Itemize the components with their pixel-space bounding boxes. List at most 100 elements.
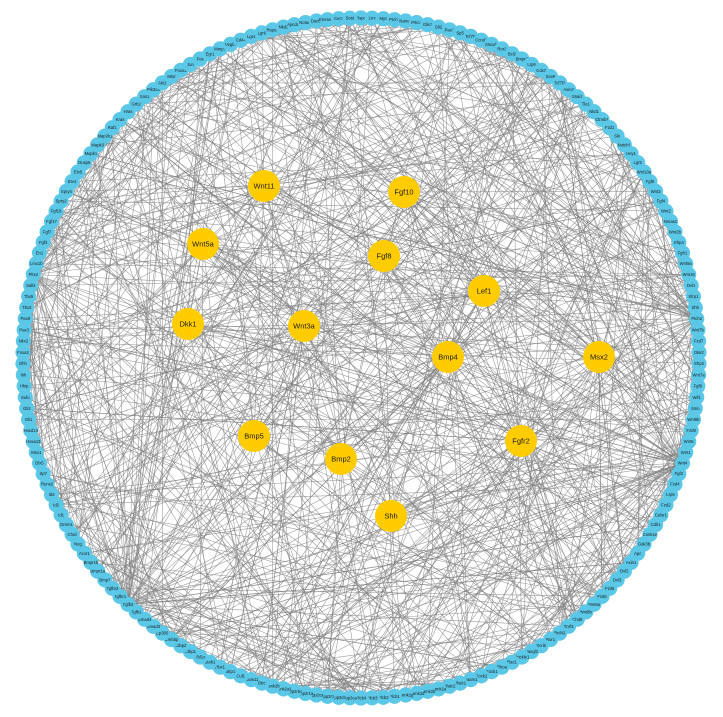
network-edge — [272, 679, 471, 687]
network-edge — [253, 325, 305, 437]
network-edge — [144, 18, 351, 620]
network-edge — [360, 171, 645, 699]
peripheral-node-circle — [331, 689, 347, 705]
peripheral-node-circle — [691, 367, 707, 383]
hub-node-circle — [505, 425, 537, 457]
network-edge — [438, 26, 689, 442]
network-edge — [230, 44, 306, 694]
network-edge — [360, 17, 667, 212]
network-edge — [303, 70, 542, 327]
network-edge — [127, 53, 513, 605]
network-edge — [127, 524, 656, 605]
network-edge — [416, 22, 610, 589]
network-edge — [577, 96, 683, 464]
network-edge — [263, 185, 385, 257]
network-edge — [71, 181, 522, 442]
network-edge — [294, 18, 351, 692]
network-edge — [230, 494, 671, 672]
network-edge — [253, 435, 339, 698]
network-edge — [520, 440, 651, 535]
network-edge — [119, 48, 221, 597]
hub-node-circle — [368, 240, 400, 272]
peripheral-node-circle — [17, 311, 33, 327]
network-edge — [338, 103, 587, 698]
network-edge — [24, 318, 697, 387]
network-edge — [180, 70, 700, 364]
hub-node: Fgf10 — [388, 176, 420, 208]
network-edge — [253, 435, 532, 652]
network-edge — [470, 36, 600, 358]
network-edge — [190, 329, 698, 652]
hub-node-circle — [248, 170, 280, 202]
network-edge — [187, 255, 385, 325]
network-edge — [403, 191, 449, 358]
network-edge — [39, 252, 696, 308]
network-edge — [340, 255, 385, 460]
hub-node: Msx2 — [583, 341, 615, 373]
network-edge — [30, 274, 689, 286]
network-edge — [559, 82, 651, 535]
network-edge — [39, 111, 595, 254]
network-edge — [162, 82, 650, 182]
network-edge — [447, 340, 699, 358]
network-edge — [187, 274, 689, 325]
peripheral-node-circle — [364, 690, 380, 706]
network-edge — [61, 200, 666, 212]
peripheral-node-circle — [690, 322, 706, 338]
network-edge — [501, 48, 699, 376]
network-edge — [316, 639, 551, 696]
network-edge — [202, 243, 638, 554]
hub-node: Fgf8 — [368, 240, 400, 272]
network-edge — [33, 48, 221, 275]
hub-node-circle — [288, 310, 320, 342]
network-edge — [390, 318, 697, 517]
network-edge — [283, 26, 697, 319]
network-edge — [66, 136, 106, 525]
network-edge — [23, 340, 482, 677]
network-edge — [33, 76, 551, 275]
network-edge — [294, 82, 560, 692]
network-edge — [305, 22, 485, 292]
network-edge — [171, 18, 373, 640]
network-edge — [46, 231, 603, 597]
hub-node: Bmp4 — [432, 341, 464, 373]
peripheral-node-circle — [375, 689, 391, 705]
network-edge — [263, 185, 405, 193]
network-edge — [202, 243, 449, 358]
network-edge — [283, 27, 384, 698]
network-edge — [127, 408, 696, 605]
network-edge — [383, 18, 578, 620]
network-edge — [104, 135, 342, 460]
peripheral-node-circle — [19, 400, 35, 416]
network-edge — [550, 76, 699, 387]
network-edge — [240, 40, 328, 697]
hub-node: Lef1 — [468, 275, 500, 307]
network-edge — [598, 318, 697, 358]
network-edge — [438, 26, 683, 464]
peripheral-node-circle — [386, 688, 403, 704]
network-edge — [187, 323, 675, 485]
hub-node-circle — [238, 420, 270, 452]
network-edge — [119, 119, 645, 545]
network-edge — [33, 274, 57, 505]
network-edge — [316, 20, 689, 275]
network-edge — [46, 231, 450, 687]
network-edge — [511, 53, 523, 658]
peripheral-node-circle — [331, 11, 347, 27]
network-edge — [251, 36, 265, 187]
network-edge — [383, 36, 471, 257]
network-edge — [283, 26, 600, 358]
network-edge — [33, 89, 154, 275]
network-edge — [56, 210, 686, 264]
network-edge — [240, 29, 450, 41]
network-edge — [26, 307, 129, 605]
hub-node-circle — [388, 176, 420, 208]
network-edge — [383, 18, 683, 464]
peripheral-node-circle — [16, 378, 32, 394]
network-edge — [187, 323, 392, 517]
network-edge — [550, 462, 683, 640]
peripheral-node-circle — [691, 333, 707, 349]
network-edge — [521, 329, 699, 658]
network-edge — [33, 44, 231, 275]
